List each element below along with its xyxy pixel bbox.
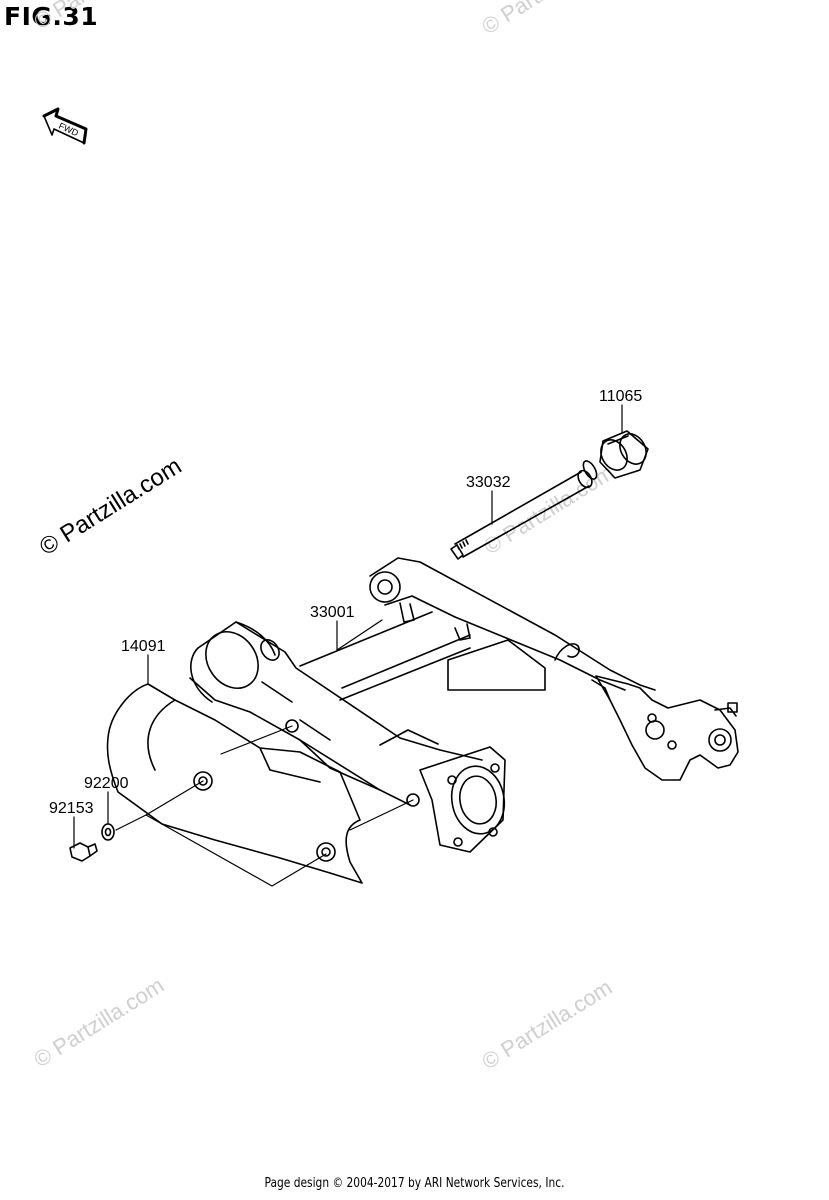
watermark-top-right: © Partzilla.com	[477, 0, 616, 39]
pivot-shaft-33032	[450, 460, 598, 560]
part-label-33032: 33032	[466, 474, 511, 491]
forward-arrow-icon: FWD	[42, 107, 88, 145]
part-label-14091: 14091	[121, 638, 166, 655]
faint-watermarks: © Partzilla.com © Partzilla.com © Partzi…	[29, 0, 618, 1074]
swingarm-33001	[189, 557, 739, 853]
part-label-92200: 92200	[84, 775, 129, 792]
part-label-92153: 92153	[49, 800, 94, 817]
figure-title: FIG.31	[4, 2, 99, 31]
bolt-92153	[69, 842, 98, 862]
assembly-leaders	[115, 725, 414, 887]
part-label-33001: 33001	[310, 604, 355, 621]
bushing-11065	[599, 430, 649, 479]
part-label-11065: 11065	[599, 388, 642, 405]
cover-14091	[106, 683, 363, 884]
watermark-bottom-left: © Partzilla.com	[29, 972, 168, 1072]
watermark-main: © Partzilla.com	[35, 452, 186, 561]
washer-92200	[101, 823, 115, 841]
page-footer: Page design © 2004-2017 by ARI Network S…	[264, 1176, 565, 1191]
watermark-top-left: © Partzilla.com	[29, 0, 168, 34]
leader-33001-b	[336, 619, 383, 651]
watermark-bottom-right: © Partzilla.com	[477, 974, 616, 1074]
